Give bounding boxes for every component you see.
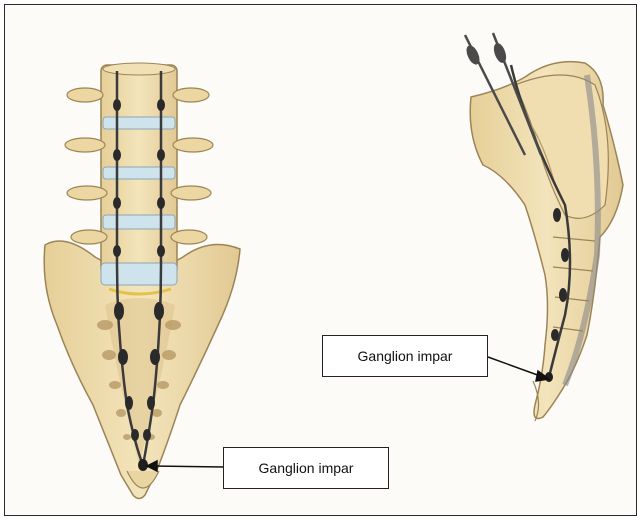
label-text: Ganglion impar: [259, 460, 354, 476]
anterior-view: [44, 63, 240, 499]
label-ganglion-impar-anterior: Ganglion impar: [223, 447, 389, 489]
ganglion-impar-anterior: [138, 459, 148, 471]
figure-frame: Ganglion impar Ganglion impar: [4, 4, 637, 516]
lateral-view: [465, 33, 623, 421]
spine-illustration: [5, 5, 637, 516]
label-ganglion-impar-lateral: Ganglion impar: [322, 335, 488, 377]
label-text: Ganglion impar: [358, 348, 453, 364]
